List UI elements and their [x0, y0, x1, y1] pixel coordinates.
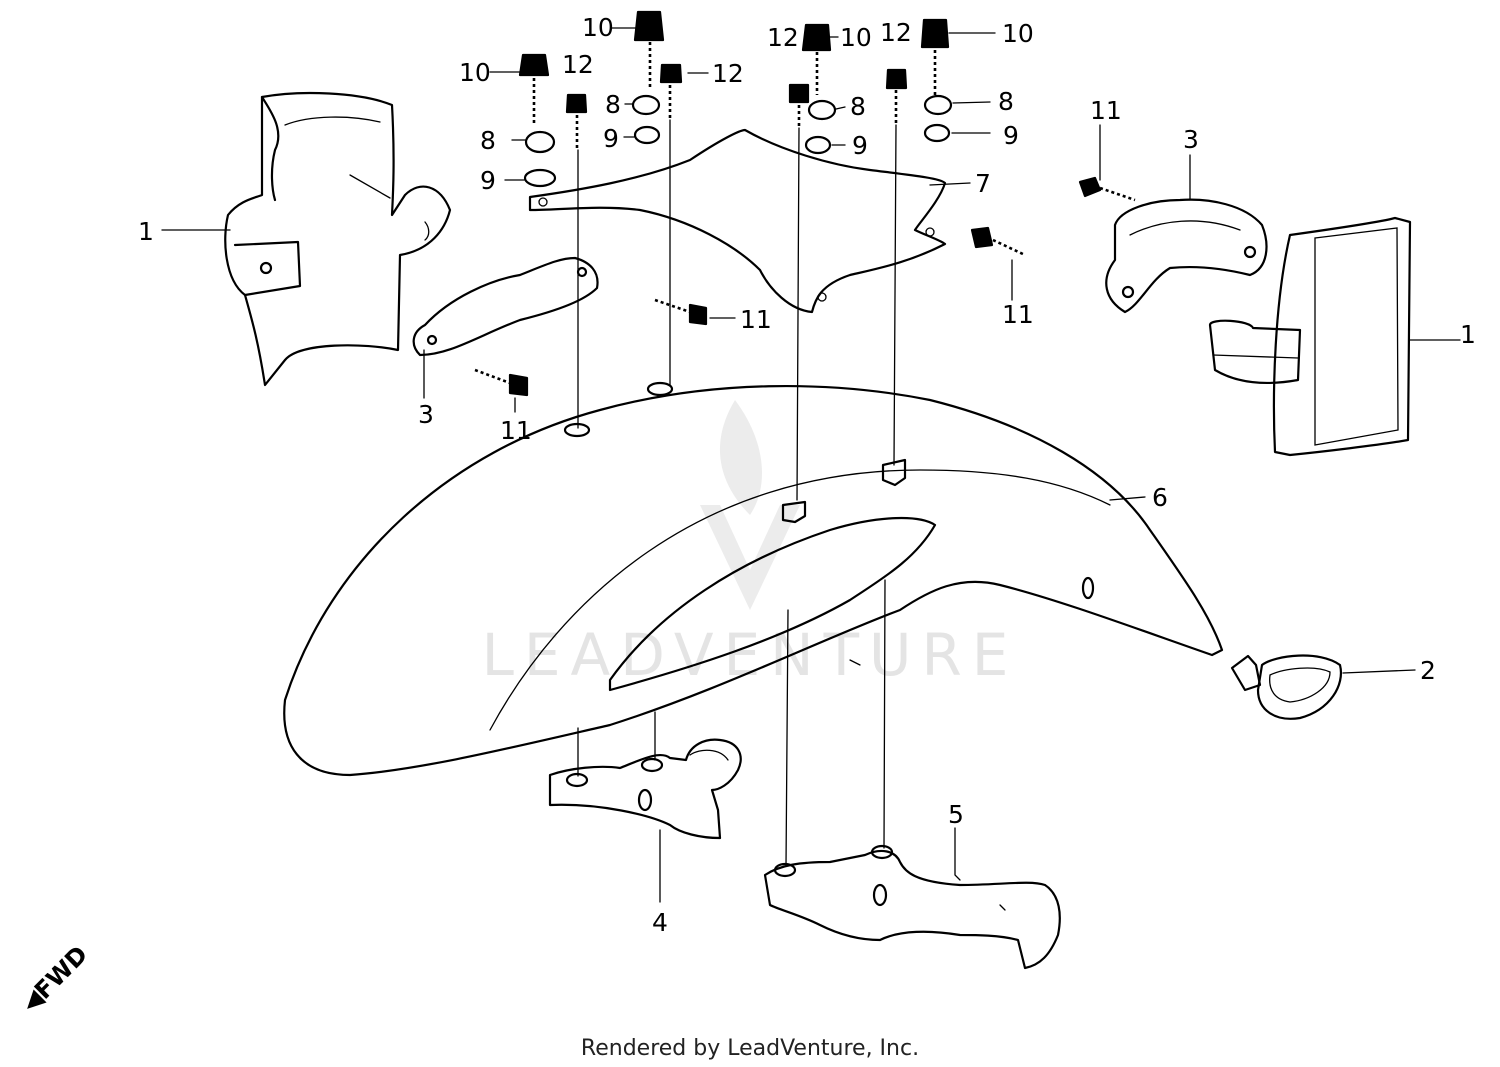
callout-7: 7 [975, 169, 991, 198]
screw-11-parts [474, 176, 1136, 397]
svg-text:LEADVENTURE: LEADVENTURE [482, 621, 1019, 689]
washer-8-parts [524, 94, 953, 154]
screw-11-c [654, 298, 708, 326]
callout-8-b: 8 [605, 90, 621, 119]
callout-11-a: 11 [1090, 96, 1122, 125]
callout-8-c: 8 [850, 92, 866, 121]
callout-11-b: 11 [1002, 300, 1034, 329]
front-fender-part [283, 381, 1224, 777]
callout-8-a: 8 [480, 126, 496, 155]
callout-8-d: 8 [998, 87, 1014, 116]
bolt-10-d [920, 18, 950, 95]
rendered-by-footer: Rendered by LeadVenture, Inc. [580, 1036, 920, 1061]
leadventure-watermark: LEADVENTURE [482, 400, 1019, 689]
bolt-12-a [565, 93, 588, 150]
bracket-right-part [1105, 198, 1268, 314]
callout-10-c: 10 [840, 23, 872, 52]
callout-9-a: 9 [480, 166, 496, 195]
bolt-10-a [518, 53, 550, 125]
callout-3-right: 3 [1183, 125, 1199, 154]
bolt-12-d [885, 68, 908, 125]
callout-5: 5 [948, 800, 964, 829]
lower-bracket-left-part [548, 738, 742, 840]
reflector-right-part [1208, 216, 1412, 457]
callout-2: 2 [1420, 656, 1436, 685]
callout-4: 4 [652, 908, 668, 937]
bolt-10-c [801, 23, 832, 95]
bolt-12-b [659, 63, 683, 120]
callout-leader-lines [161, 27, 1461, 903]
callout-12-c: 12 [767, 23, 799, 52]
callout-3-left: 3 [418, 400, 434, 429]
fork-cover-left-part [224, 91, 452, 387]
callout-10-b: 10 [582, 13, 614, 42]
callout-12-d: 12 [880, 18, 912, 47]
callout-6: 6 [1152, 483, 1168, 512]
fender-stay-part [528, 128, 947, 314]
reflector-pad-part [1230, 654, 1343, 720]
callout-9-c: 9 [852, 131, 868, 160]
callout-9-b: 9 [603, 124, 619, 153]
callout-10-a: 10 [459, 58, 491, 87]
bolt-12-parts [565, 63, 908, 150]
callout-11-d: 11 [500, 416, 532, 445]
washer-9-parts [523, 123, 951, 188]
bolt-12-c [788, 83, 810, 128]
screw-11-b [970, 226, 1026, 257]
callout-1-right: 1 [1460, 320, 1476, 349]
bolt-10-b [633, 10, 665, 90]
assembly-guide-lines [577, 119, 897, 867]
callout-9-d: 9 [1003, 121, 1019, 150]
bracket-left-part [412, 256, 599, 357]
lower-bracket-right-part [763, 844, 1061, 970]
callout-10-d: 10 [1002, 19, 1034, 48]
callout-12-a: 12 [562, 50, 594, 79]
callout-1-left: 1 [138, 217, 154, 246]
screw-11-d [474, 368, 529, 397]
callout-11-c: 11 [740, 305, 772, 334]
callout-12-b: 12 [712, 59, 744, 88]
screw-11-a [1078, 176, 1136, 202]
bolt-10-parts [518, 10, 950, 125]
